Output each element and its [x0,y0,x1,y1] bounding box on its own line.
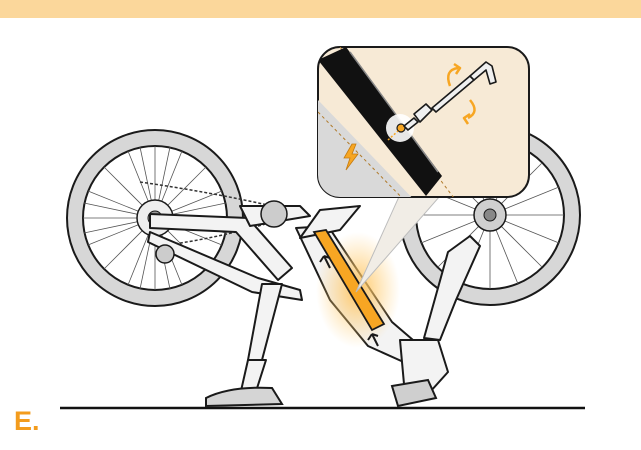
header-band [0,0,641,18]
hex-key-icon [403,61,497,131]
step-label: E. [14,406,40,436]
handlebar [390,378,438,408]
lightning-bolt-icon [343,143,359,171]
detail-inset [317,46,530,198]
chainring [260,200,288,228]
arrow-up-icon [319,255,379,347]
saddle [205,386,284,408]
ebike-battery-removal-illustration [60,46,585,410]
battery [312,229,386,332]
rear-derailleur [155,244,175,264]
rotate-arrows-icon [447,62,476,125]
